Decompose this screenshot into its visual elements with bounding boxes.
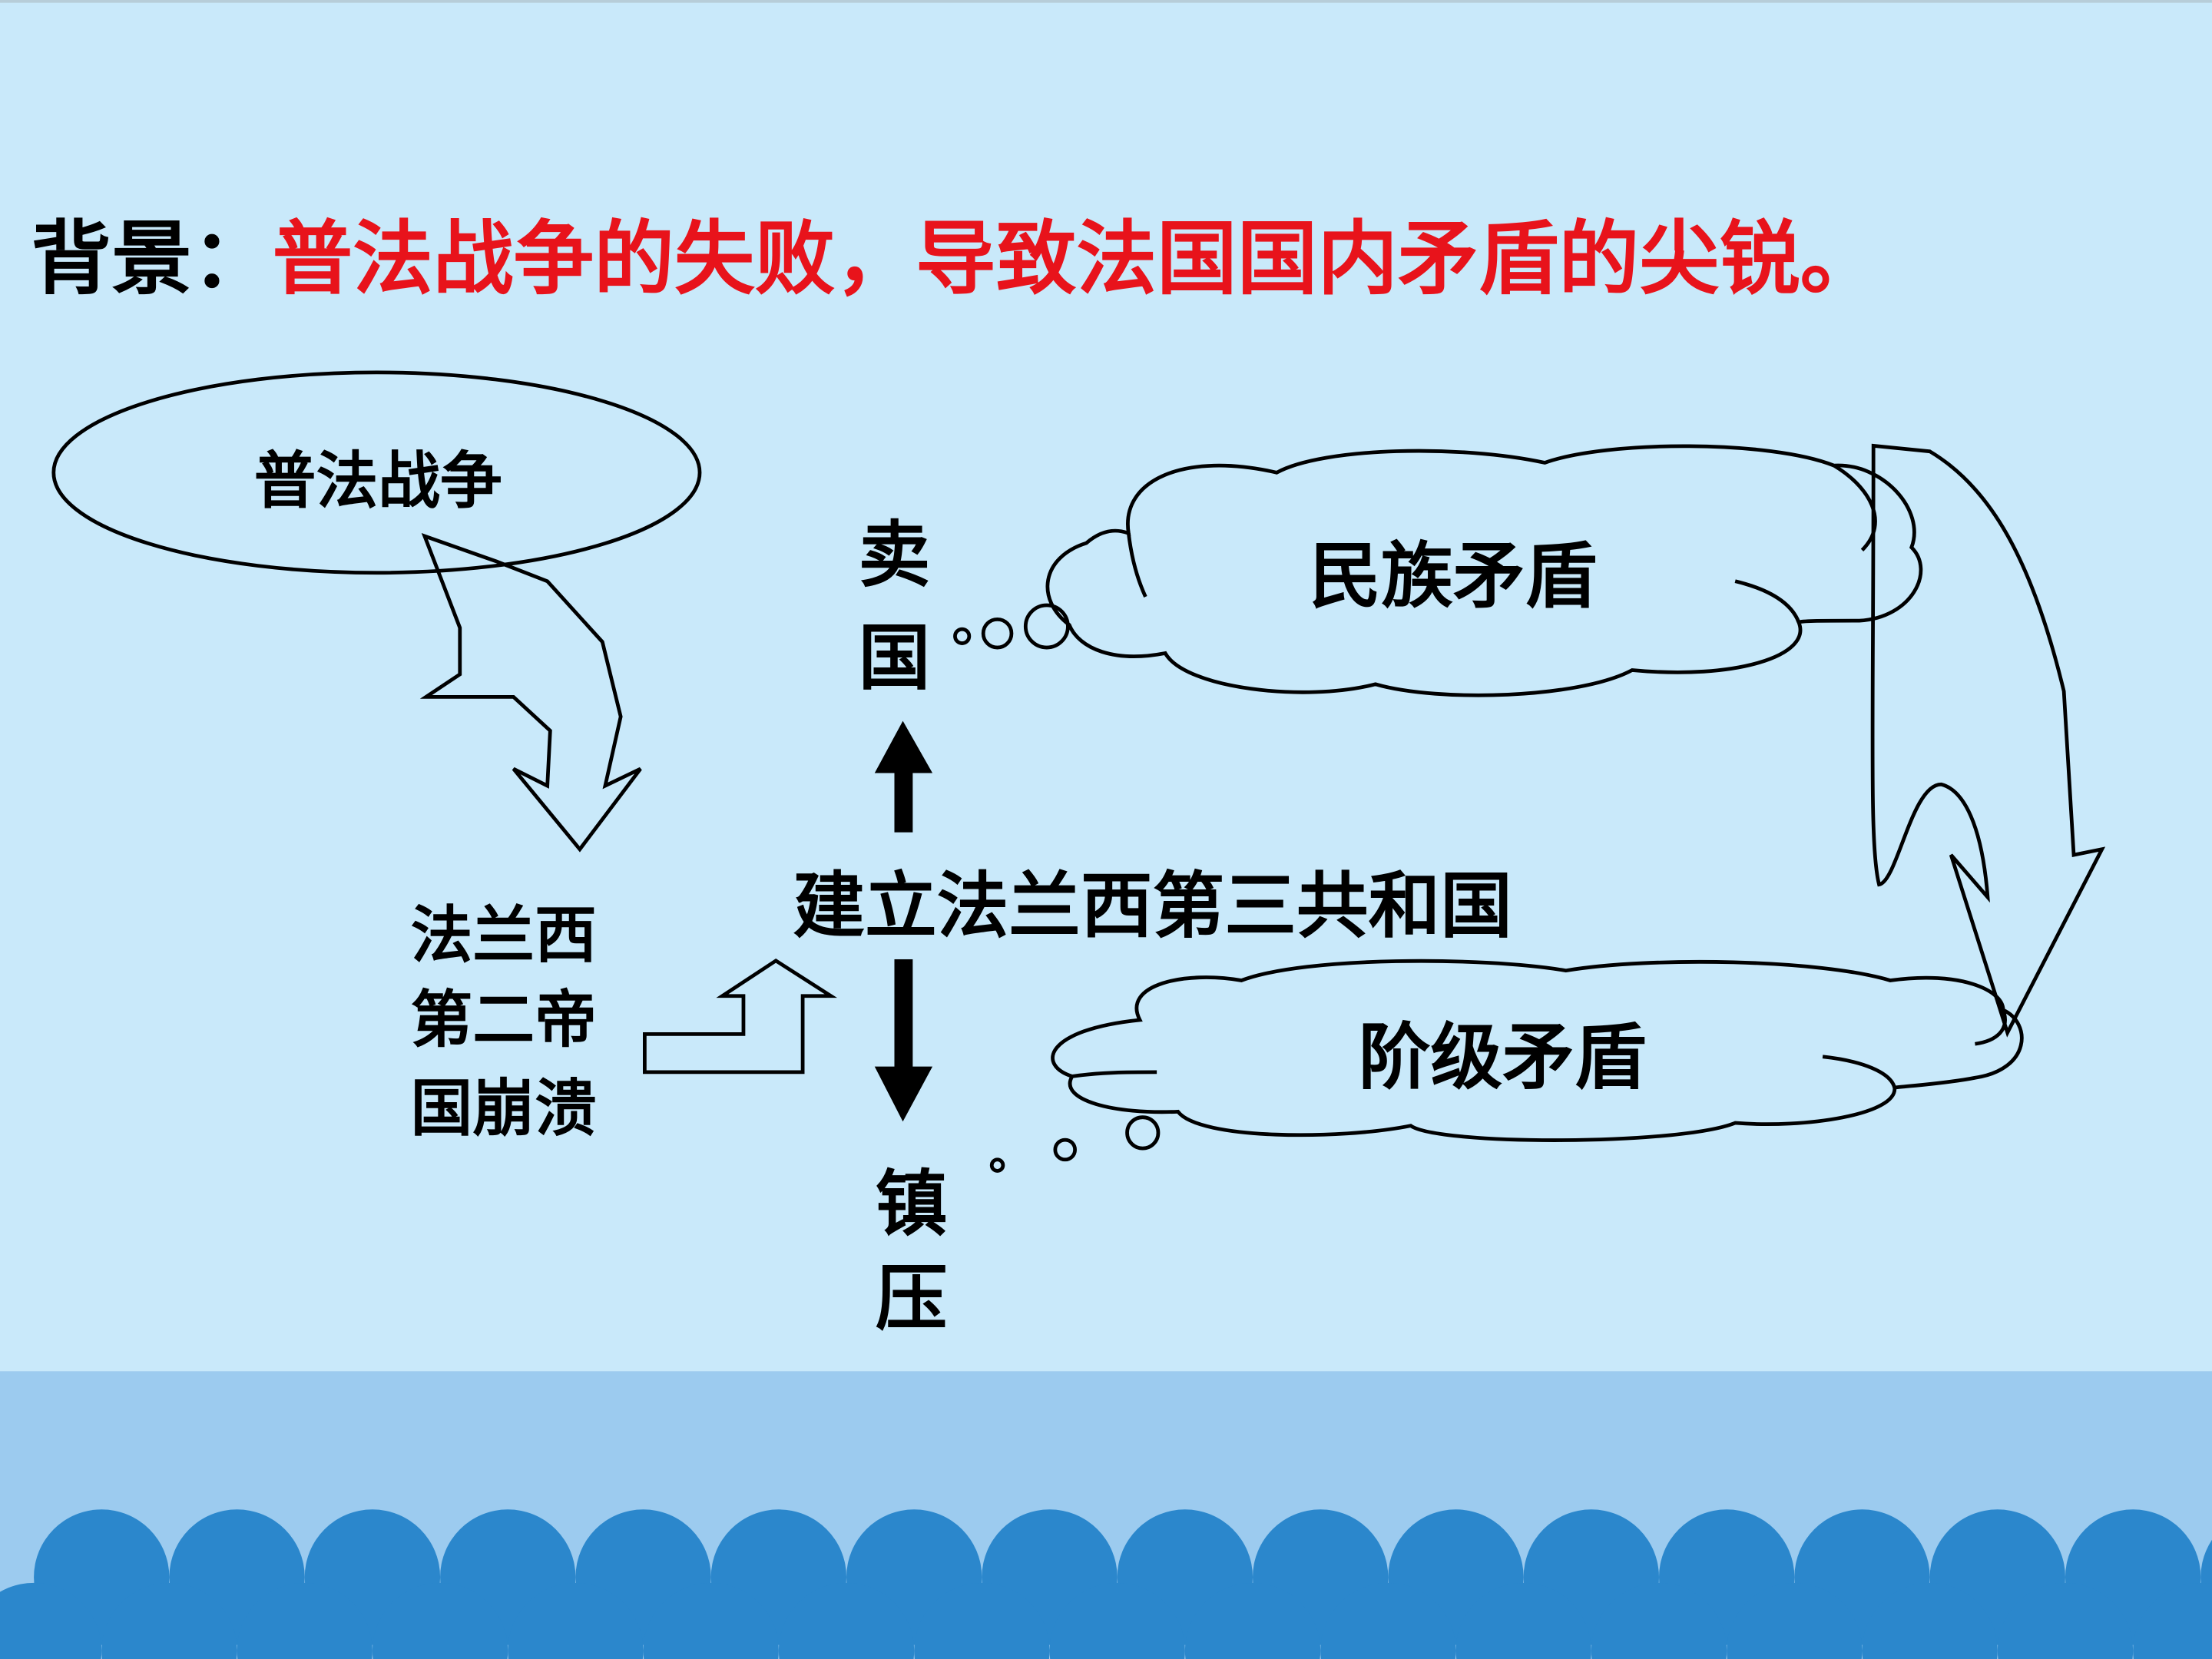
wave-scallop xyxy=(1997,1582,2134,1659)
war-ellipse xyxy=(51,370,702,575)
republic-label: 建立法兰西第三共和国 xyxy=(793,864,1512,949)
betray-char-2: 国 xyxy=(859,616,931,700)
empire-collapse-line-3: 国崩溃 xyxy=(411,1072,597,1145)
suppress-char-1: 镇 xyxy=(876,1162,948,1247)
heading-label: 背景： xyxy=(31,211,272,306)
national-conflict-cloud xyxy=(953,444,1923,697)
slide-heading: 背景：普法战争的失败，导致法国国内矛盾的尖锐。 xyxy=(31,211,1880,306)
wave-scallop xyxy=(643,1582,779,1659)
national-conflict-label: 民族矛盾 xyxy=(1310,534,1598,618)
wave-scallop xyxy=(101,1582,237,1659)
heading-text: 普法战争的失败，导致法国国内矛盾的尖锐。 xyxy=(272,211,1880,306)
wave-scallop xyxy=(372,1582,508,1659)
wave-scallop xyxy=(1455,1582,1591,1659)
betray-char-1: 卖 xyxy=(859,513,931,598)
wave-scallop xyxy=(237,1582,373,1659)
empire-collapse-line-1: 法兰西 xyxy=(411,899,597,972)
down-arrow-icon xyxy=(874,959,933,1122)
war-label: 普法战争 xyxy=(254,445,502,518)
wave-scallop xyxy=(1862,1582,1998,1659)
empire-collapse-line-2: 第二帝 xyxy=(411,984,597,1057)
wave-scallop xyxy=(2133,1582,2212,1659)
wave-scallop xyxy=(508,1582,644,1659)
wave-scallop xyxy=(914,1582,1050,1659)
curved-right-arrow-icon xyxy=(1870,443,2106,1038)
wave-scallop xyxy=(1591,1582,1727,1659)
suppress-char-2: 压 xyxy=(876,1257,948,1341)
wave-scallop xyxy=(1727,1582,1863,1659)
class-conflict-cloud xyxy=(989,959,2024,1173)
curved-down-arrow-icon xyxy=(419,532,642,853)
up-arrow-icon xyxy=(874,720,933,833)
class-conflict-label: 阶级矛盾 xyxy=(1359,1015,1647,1100)
wave-decoration xyxy=(0,1509,2212,1659)
wave-scallop xyxy=(778,1582,915,1659)
wave-scallop xyxy=(1320,1582,1456,1659)
wave-scallop xyxy=(1184,1582,1321,1659)
bent-up-arrow-icon xyxy=(643,958,837,1075)
wave-scallop xyxy=(1049,1582,1185,1659)
wave-scallop xyxy=(0,1582,102,1659)
